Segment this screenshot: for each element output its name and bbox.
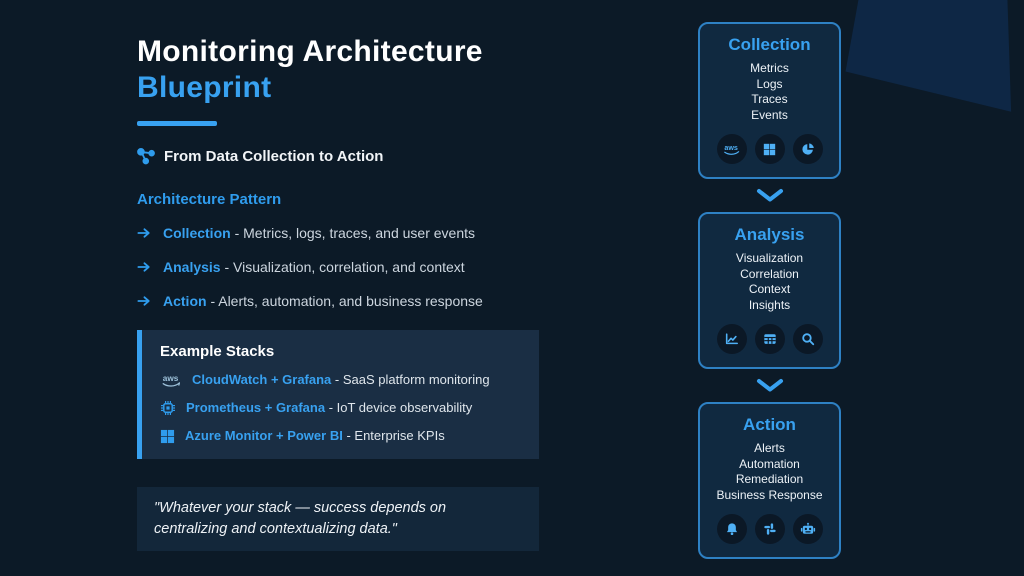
- flow-card-items: Visualization Correlation Context Insigh…: [706, 251, 833, 313]
- arrow-right-icon: [137, 228, 150, 238]
- flow-card-collection: Collection Metrics Logs Traces Events aw…: [698, 22, 841, 179]
- slack-icon: [754, 514, 785, 544]
- stack-text: Azure Monitor + Power BI - Enterprise KP…: [185, 428, 445, 444]
- flow-card-title: Action: [743, 415, 796, 434]
- stack-name: Azure Monitor + Power BI: [185, 428, 343, 443]
- section-heading-architecture-pattern: Architecture Pattern: [137, 191, 282, 208]
- flow-card-icon-row: aws: [706, 134, 833, 164]
- svg-text:aws: aws: [724, 143, 737, 151]
- stack-name: Prometheus + Grafana: [186, 400, 326, 415]
- quote-text: "Whatever your stack — success depends o…: [154, 500, 447, 537]
- flow-card-item: Context: [748, 282, 791, 296]
- aws-icon: aws: [160, 373, 182, 388]
- description: - Alerts, automation, and business respo…: [210, 293, 483, 309]
- flow-diagram: Collection Metrics Logs Traces Events aw…: [698, 22, 841, 559]
- flow-card-item: Logs: [756, 76, 783, 91]
- chevron-down-icon: [756, 189, 783, 202]
- flow-connector: [756, 369, 784, 402]
- quote-panel: "Whatever your stack — success depends o…: [137, 487, 539, 551]
- subtitle: From Data Collection to Action: [137, 147, 539, 165]
- stack-description: - IoT device observability: [328, 400, 473, 415]
- arrow-right-icon: [137, 296, 150, 306]
- stack-description: - Enterprise KPIs: [346, 428, 445, 443]
- list-item-text: Analysis - Visualization, correlation, a…: [163, 258, 465, 276]
- line-chart-icon: [716, 324, 747, 354]
- corner-decoration: [845, 0, 1012, 112]
- flow-card-item: Events: [751, 107, 788, 122]
- flow-card-items: Metrics Logs Traces Events: [706, 61, 833, 123]
- chevron-down-icon: [756, 379, 783, 392]
- term: Analysis: [163, 259, 221, 275]
- stack-row-prometheus-grafana: Prometheus + Grafana - IoT device observ…: [160, 400, 521, 416]
- flow-card-item: Automation: [739, 456, 800, 471]
- page-title: Monitoring Architecture Blueprint: [137, 34, 539, 106]
- flow-card-item: Visualization: [735, 251, 804, 265]
- flow-card-action: Action Alerts Automation Remediation Bus…: [698, 402, 841, 559]
- flow-card-analysis: Analysis Visualization Correlation Conte…: [698, 212, 841, 369]
- list-item-analysis: Analysis - Visualization, correlation, a…: [137, 258, 539, 276]
- svg-text:aws: aws: [163, 373, 179, 382]
- example-stacks-panel: Example Stacks aws CloudWatch + Grafana …: [137, 330, 539, 459]
- example-stacks-heading: Example Stacks: [160, 343, 275, 360]
- title-line-1: Monitoring Architecture: [137, 35, 483, 68]
- microchip-icon: [160, 400, 176, 416]
- term: Collection: [163, 225, 231, 241]
- architecture-pattern-list: Collection - Metrics, logs, traces, and …: [137, 224, 539, 310]
- list-item-collection: Collection - Metrics, logs, traces, and …: [137, 224, 539, 242]
- flow-connector: [756, 179, 784, 212]
- left-column: Monitoring Architecture Blueprint From D…: [137, 34, 539, 551]
- flow-card-item: Correlation: [740, 266, 799, 281]
- list-item-text: Collection - Metrics, logs, traces, and …: [163, 224, 475, 242]
- microsoft-icon: [160, 429, 175, 444]
- search-icon: [792, 324, 823, 354]
- pie-chart-icon: [792, 134, 823, 164]
- stack-description: - SaaS platform monitoring: [334, 372, 490, 387]
- stack-name: CloudWatch + Grafana: [192, 372, 332, 387]
- subtitle-text: From Data Collection to Action: [164, 147, 384, 165]
- bell-icon: [716, 514, 747, 544]
- stack-row-azure-powerbi: Azure Monitor + Power BI - Enterprise KP…: [160, 428, 521, 444]
- microsoft-icon: [754, 134, 785, 164]
- flow-card-icon-row: [706, 514, 833, 544]
- stack-row-cloudwatch-grafana: aws CloudWatch + Grafana - SaaS platform…: [160, 372, 521, 388]
- title-underline: [137, 121, 217, 126]
- title-line-2: Blueprint: [137, 71, 272, 104]
- stack-text: CloudWatch + Grafana - SaaS platform mon…: [192, 372, 490, 388]
- term: Action: [163, 293, 207, 309]
- flow-card-item: Insights: [748, 297, 791, 312]
- flow-card-title: Collection: [728, 35, 811, 54]
- table-icon: [754, 324, 785, 354]
- description: - Visualization, correlation, and contex…: [224, 259, 465, 275]
- list-item-action: Action - Alerts, automation, and busines…: [137, 292, 539, 310]
- description: - Metrics, logs, traces, and user events: [234, 225, 475, 241]
- flow-card-item: Metrics: [750, 61, 789, 75]
- aws-icon: aws: [716, 134, 747, 164]
- robot-icon: [792, 514, 823, 544]
- stack-text: Prometheus + Grafana - IoT device observ…: [186, 400, 472, 416]
- list-item-text: Action - Alerts, automation, and busines…: [163, 292, 483, 310]
- arrow-right-icon: [137, 262, 150, 272]
- flow-card-items: Alerts Automation Remediation Business R…: [706, 441, 833, 503]
- flow-card-icon-row: [706, 324, 833, 354]
- flow-card-item: Alerts: [754, 441, 785, 455]
- flow-card-title: Analysis: [734, 225, 805, 244]
- flow-card-item: Traces: [751, 92, 788, 106]
- network-icon: [137, 148, 155, 165]
- flow-card-item: Business Response: [716, 487, 823, 502]
- flow-card-item: Remediation: [735, 472, 804, 486]
